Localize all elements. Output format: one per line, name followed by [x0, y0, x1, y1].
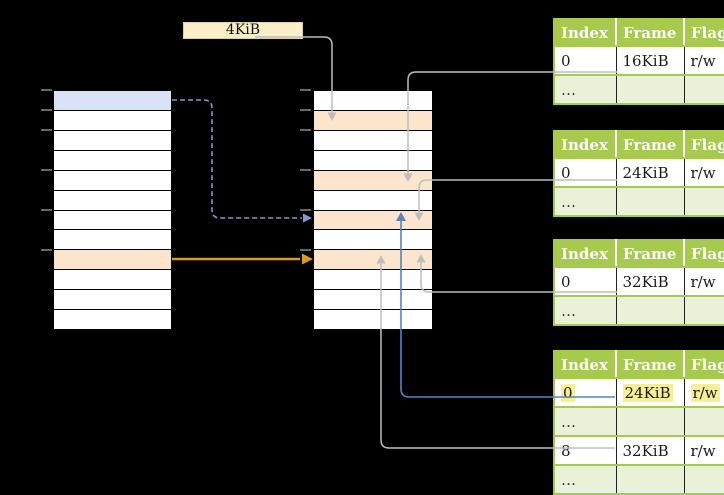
table-header-row: Index Frame Flags	[554, 131, 724, 159]
virtual-page-cell	[54, 169, 171, 190]
page-table-1: Index Frame Flags 0 16KiB r/w …	[553, 18, 724, 105]
cell-flags: r/w	[683, 267, 724, 296]
cell-flags: r/w	[683, 46, 724, 75]
cell-flags: r/w	[683, 378, 724, 407]
table-row-ellipsis: …	[554, 406, 724, 436]
cell-index: 0	[554, 267, 616, 296]
cell-frame: 24KiB	[615, 158, 684, 187]
table-row-ellipsis: …	[554, 186, 724, 216]
cell-flags	[683, 295, 724, 325]
cell-frame: 32KiB	[615, 435, 684, 465]
header-flags: Flags	[683, 19, 724, 47]
cell-index: 0	[554, 158, 616, 187]
page-table-2: Index Frame Flags 0 24KiB r/w …	[553, 130, 724, 217]
physical-frame-cell	[314, 289, 432, 310]
header-index: Index	[554, 19, 616, 47]
arrow-virtual-page-to-frame-dashed	[172, 99, 312, 223]
header-flags: Flags	[683, 131, 724, 159]
page-size-box: 4KiB	[183, 22, 303, 39]
cell-index: 0	[554, 46, 616, 75]
cell-flags	[683, 186, 724, 216]
virtual-page-cell	[54, 149, 171, 170]
virtual-page-cell	[54, 309, 171, 330]
header-index: Index	[554, 240, 616, 268]
cell-frame: 16KiB	[615, 46, 684, 75]
header-frame: Frame	[615, 131, 684, 159]
cell-index: 0	[554, 378, 616, 407]
highlight-mark: 0	[561, 383, 575, 402]
virtual-page-cell	[54, 129, 171, 150]
cell-frame	[615, 74, 684, 104]
cell-index: …	[554, 74, 616, 104]
header-frame: Frame	[615, 351, 684, 379]
physical-frame-cell	[314, 269, 432, 290]
cell-flags: r/w	[683, 435, 724, 465]
page-table-3: Index Frame Flags 0 32KiB r/w …	[553, 239, 724, 326]
physical-frame-cell	[314, 169, 432, 190]
header-frame: Frame	[615, 240, 684, 268]
table-row: 0 24KiB r/w	[554, 158, 724, 187]
virtual-page-cell	[54, 109, 171, 130]
cell-index: …	[554, 406, 616, 436]
table-row-ellipsis: …	[554, 464, 724, 494]
paging-diagram: 4KiB Index Frame Flags 0 16KiB r/w …	[41, 18, 724, 495]
cell-flags	[683, 464, 724, 494]
virtual-memory-ticks	[41, 89, 52, 251]
arrow-virtual-page-to-frame-orange	[172, 253, 313, 265]
table-row-ellipsis: …	[554, 295, 724, 325]
virtual-memory-column	[53, 90, 172, 330]
physical-frame-cell	[314, 309, 432, 330]
virtual-page-cell	[54, 189, 171, 210]
header-index: Index	[554, 351, 616, 379]
virtual-page-cell	[54, 91, 171, 110]
table-header-row: Index Frame Flags	[554, 351, 724, 379]
cell-frame	[615, 406, 684, 436]
physical-frame-cell	[314, 149, 432, 170]
cell-flags	[683, 74, 724, 104]
physical-frame-cell	[314, 189, 432, 210]
page-table-4: Index Frame Flags 0 24KiB r/w … 8 32KiB …	[553, 350, 724, 495]
cell-flags: r/w	[683, 158, 724, 187]
cell-frame	[615, 186, 684, 216]
table-row: 0 16KiB r/w	[554, 46, 724, 75]
cell-frame: 32KiB	[615, 267, 684, 296]
header-index: Index	[554, 131, 616, 159]
cell-frame	[615, 295, 684, 325]
virtual-page-cell	[54, 289, 171, 310]
physical-frame-cell	[314, 249, 432, 270]
header-flags: Flags	[683, 240, 724, 268]
highlight-mark: 24KiB	[622, 383, 673, 402]
physical-frame-cell	[314, 91, 432, 110]
cell-index: …	[554, 186, 616, 216]
table-row-ellipsis: …	[554, 74, 724, 104]
cell-index: 8	[554, 435, 616, 465]
cell-frame: 24KiB	[615, 378, 684, 407]
physical-frame-cell	[314, 129, 432, 150]
physical-memory-ticks	[300, 89, 311, 251]
virtual-page-cell	[54, 209, 171, 230]
virtual-page-cell	[54, 249, 171, 270]
highlight-mark: r/w	[690, 383, 720, 402]
cell-index: …	[554, 295, 616, 325]
cell-index: …	[554, 464, 616, 494]
physical-memory-column	[313, 90, 433, 330]
table-row-highlighted: 0 24KiB r/w	[554, 378, 724, 407]
table-row: 0 32KiB r/w	[554, 267, 724, 296]
physical-frame-cell	[314, 109, 432, 130]
table-header-row: Index Frame Flags	[554, 19, 724, 47]
header-flags: Flags	[683, 351, 724, 379]
page-size-label: 4KiB	[225, 22, 261, 38]
physical-frame-cell	[314, 229, 432, 250]
table-header-row: Index Frame Flags	[554, 240, 724, 268]
cell-flags	[683, 406, 724, 436]
virtual-page-cell	[54, 229, 171, 250]
cell-frame	[615, 464, 684, 494]
physical-frame-cell	[314, 209, 432, 230]
table-row: 8 32KiB r/w	[554, 435, 724, 465]
header-frame: Frame	[615, 19, 684, 47]
virtual-page-cell	[54, 269, 171, 290]
